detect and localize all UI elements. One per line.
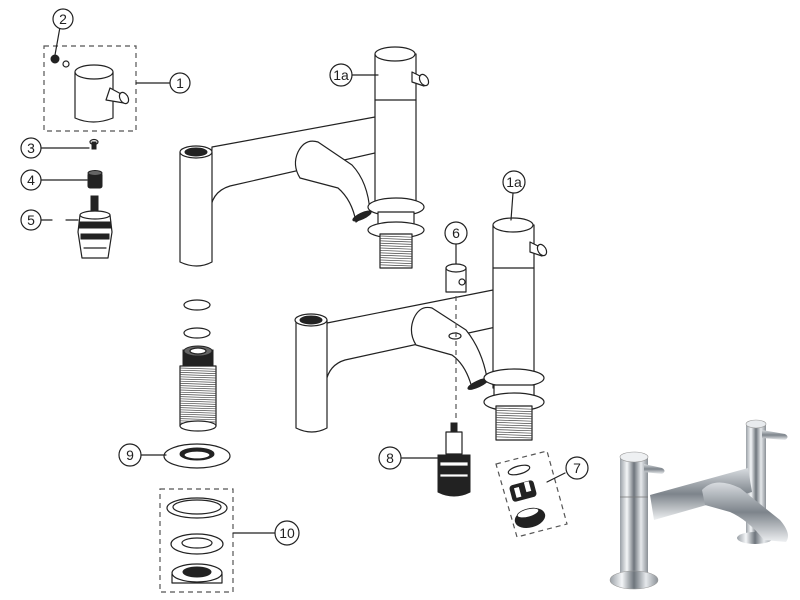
thread-line xyxy=(179,385,217,388)
part-washer xyxy=(163,443,231,469)
part-aerator-kit xyxy=(507,464,546,529)
callout-3-label: 3 xyxy=(27,140,35,156)
fixing-kit-box xyxy=(159,488,234,593)
callout-1a-bottom: 1a xyxy=(502,170,526,221)
handle-group-box xyxy=(43,45,137,132)
tap-body-upper xyxy=(179,46,430,269)
callout-5: 5 xyxy=(20,209,79,231)
callout-7-label: 7 xyxy=(573,460,581,476)
thread-line xyxy=(179,389,217,392)
part-grub-screw xyxy=(50,54,70,68)
product-photo xyxy=(609,419,788,590)
callout-6: 6 xyxy=(444,221,468,265)
thread-line xyxy=(379,235,413,238)
thread-line xyxy=(179,394,217,396)
callout-9: 9 xyxy=(118,443,167,467)
thread-line xyxy=(379,242,413,245)
part-o-ring-lower xyxy=(183,327,211,339)
callout-1a-top-label: 1a xyxy=(333,67,349,83)
thread-line xyxy=(179,372,217,374)
thread-line xyxy=(379,250,413,252)
callout-10-label: 10 xyxy=(279,525,295,541)
aerator-kit-box xyxy=(495,450,568,538)
thread-line xyxy=(179,367,217,370)
thread-line xyxy=(495,424,533,427)
callout-1-label: 1 xyxy=(176,75,184,91)
thread-line xyxy=(179,396,217,399)
callout-1a-top: 1a xyxy=(329,63,379,87)
thread-line xyxy=(179,374,217,377)
thread-line xyxy=(379,252,413,255)
callout-5-label: 5 xyxy=(27,212,35,228)
thread-line xyxy=(179,402,217,405)
part-threaded-shank xyxy=(179,345,217,432)
callout-4: 4 xyxy=(20,169,88,191)
thread-line xyxy=(495,436,533,439)
tap-body-lower xyxy=(294,217,548,441)
thread-line xyxy=(179,387,217,390)
part-diverter-cartridge xyxy=(437,422,471,497)
thread-line xyxy=(495,426,533,429)
thread-line xyxy=(179,400,217,403)
thread-line xyxy=(179,369,217,372)
thread-line xyxy=(179,391,217,394)
thread-line xyxy=(179,407,217,410)
callout-4-label: 4 xyxy=(27,172,35,188)
thread-line xyxy=(379,238,413,240)
callout-3: 3 xyxy=(20,137,90,159)
thread-line xyxy=(495,412,533,415)
thread-line xyxy=(379,257,413,260)
thread-line xyxy=(179,383,217,385)
thread-line xyxy=(179,411,217,414)
callout-2: 2 xyxy=(52,8,74,56)
thread-line xyxy=(495,422,533,424)
thread-line xyxy=(495,410,533,412)
part-o-ring-upper xyxy=(183,299,211,311)
part-handle xyxy=(74,64,130,123)
callout-7: 7 xyxy=(546,456,589,483)
thread-line xyxy=(179,398,217,401)
callout-8: 8 xyxy=(378,446,441,470)
thread-line xyxy=(495,417,533,420)
thread-line xyxy=(379,240,413,243)
thread-line xyxy=(179,418,217,421)
thread-line xyxy=(179,378,217,381)
callout-1a-bottom-label: 1a xyxy=(506,174,522,190)
thread-line xyxy=(495,429,533,432)
thread-line xyxy=(379,254,413,257)
callout-10: 10 xyxy=(232,520,300,546)
callout-8-label: 8 xyxy=(386,450,394,466)
callout-9-label: 9 xyxy=(126,447,134,463)
thread-line xyxy=(179,409,217,412)
part-valve-cartridge xyxy=(77,195,113,259)
thread-line xyxy=(379,247,413,250)
thread-line xyxy=(495,407,533,410)
callout-1: 1 xyxy=(135,72,191,94)
thread-line xyxy=(379,264,413,267)
thread-line xyxy=(179,376,217,379)
part-adaptor xyxy=(87,170,103,189)
thread-line xyxy=(495,414,533,417)
thread-line xyxy=(495,419,533,422)
thread-line xyxy=(379,262,413,264)
thread-line xyxy=(179,413,217,416)
callout-6-label: 6 xyxy=(452,225,460,241)
part-screw xyxy=(89,138,99,150)
part-fixing-kit xyxy=(166,497,228,584)
callout-2-label: 2 xyxy=(59,11,67,27)
thread-line xyxy=(379,245,413,248)
thread-line xyxy=(495,431,533,434)
thread-line xyxy=(495,434,533,436)
thread-line xyxy=(179,380,217,383)
thread-line xyxy=(379,259,413,262)
thread-line xyxy=(179,416,217,418)
thread-line xyxy=(179,405,217,407)
